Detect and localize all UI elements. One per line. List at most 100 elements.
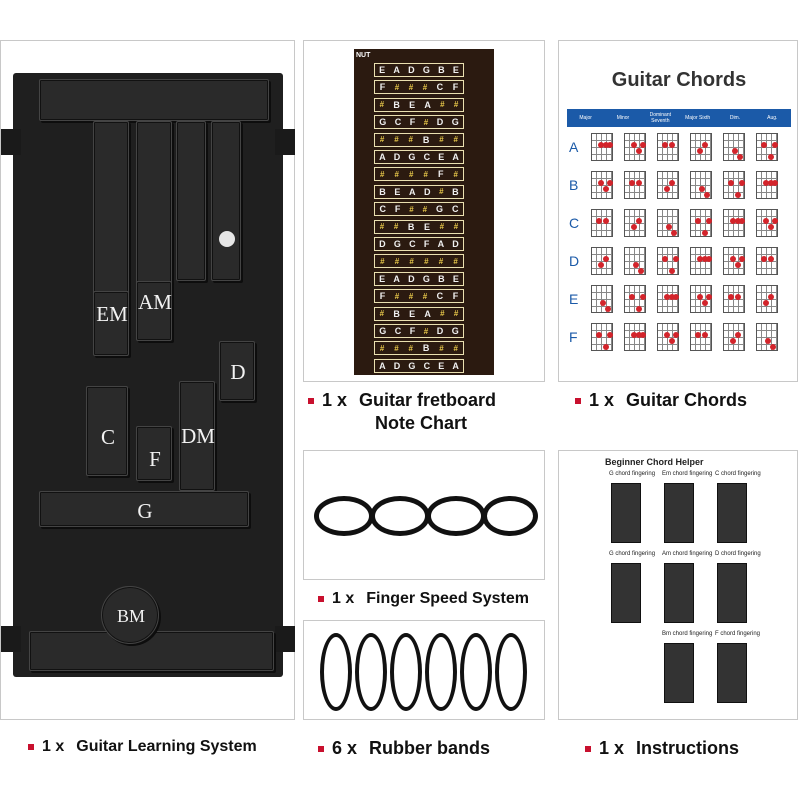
finger-dot [739,180,745,186]
fret-note: F [379,291,386,302]
fret-note: D [408,273,415,284]
finger-dot [772,180,778,186]
finger-dot [640,332,646,338]
instruction-caption: G chord fingering [609,551,656,557]
finger-dot [706,256,712,262]
key-em[interactable]: EM [93,291,129,356]
chord-diagram [657,285,679,313]
fret-note: # [379,100,385,110]
chord-column-header: Minor [616,115,630,121]
fret-note: A [452,360,459,371]
key-am[interactable]: AM [136,281,172,341]
fret-note: B [393,99,400,110]
key-stem-3 [176,121,206,281]
finger-dot [735,294,741,300]
finger-dot [735,262,741,268]
caption-finger-speed: 1 x Finger Speed System [318,590,529,608]
fret-note: E [452,65,459,75]
caption-qty: 1 x [332,590,355,607]
fret-note: # [439,135,444,145]
finger-dot [732,148,738,154]
finger-dot [735,332,741,338]
bullet-marker [318,596,324,602]
chord-diagram [591,285,613,313]
fret-note: E [394,186,401,197]
fret-note: # [379,222,385,232]
finger-dot [596,218,602,224]
finger-dot [673,294,679,300]
chord-diagram [591,247,613,275]
chord-diagram [657,209,679,237]
rubber-band [425,633,457,711]
fret-note: E [424,221,431,232]
finger-dot [673,332,679,338]
finger-dot [702,230,708,236]
fret-note: # [408,169,414,179]
fret-note: B [422,343,430,354]
finger-dot [730,218,736,224]
finger-dot [607,332,613,338]
finger-dot [761,142,767,148]
chord-column-header: Major [579,115,592,121]
fret-note: # [394,82,400,92]
instruction-caption: Em chord fingering [662,471,713,477]
fret-row: ###B## [374,132,464,147]
key-c[interactable]: C [86,386,128,476]
key-bm[interactable]: BM [101,586,159,644]
finger-dot [702,332,708,338]
chord-diagram [624,247,646,275]
instruction-caption: C chord fingering [715,471,761,477]
instruction-device-image [611,483,641,543]
fret-note: F [452,82,459,93]
fret-note: A [393,65,400,75]
fret-note: # [379,135,385,145]
rubber-band [355,633,387,711]
fret-note: # [409,256,414,266]
fret-note: # [423,117,429,127]
finger-dot [603,186,609,192]
chord-diagram [756,247,778,275]
key-d[interactable]: D [219,341,255,401]
caption-qty: 1 x [42,738,65,755]
rubber-band [390,633,422,711]
finger-dot [636,180,642,186]
fret-note: # [422,204,428,214]
fret-note: # [394,135,399,145]
fret-note: G [379,326,387,336]
fret-row: ####F# [374,167,464,182]
key-em-label: EM [96,302,128,326]
fret-note: C [436,291,444,302]
chord-diagram [690,323,712,351]
key-f[interactable]: F [136,426,172,481]
fret-note: E [379,273,386,284]
finger-dot [605,306,611,312]
chord-diagram [756,133,778,161]
key-dm[interactable]: DM [179,381,215,491]
chord-diagram [723,209,745,237]
caption-fretboard-line2: Note Chart [375,413,467,434]
chord-diagram [690,209,712,237]
fret-note: A [408,186,416,197]
bullet-marker [28,744,34,750]
fret-note: B [438,273,445,284]
finger-dot [598,180,604,186]
finger-dot [699,186,705,192]
fret-note: # [453,135,458,145]
key-c-label: C [100,425,115,449]
fret-note: # [439,343,444,353]
finger-dot [600,300,606,306]
key-g[interactable]: G [39,491,249,527]
finger-dot [607,180,613,186]
fret-note: # [408,343,413,353]
finger-dot [735,218,741,224]
fret-note: D [393,360,401,371]
fret-note: G [379,117,387,128]
instruction-caption: G chord fingering [609,471,656,477]
